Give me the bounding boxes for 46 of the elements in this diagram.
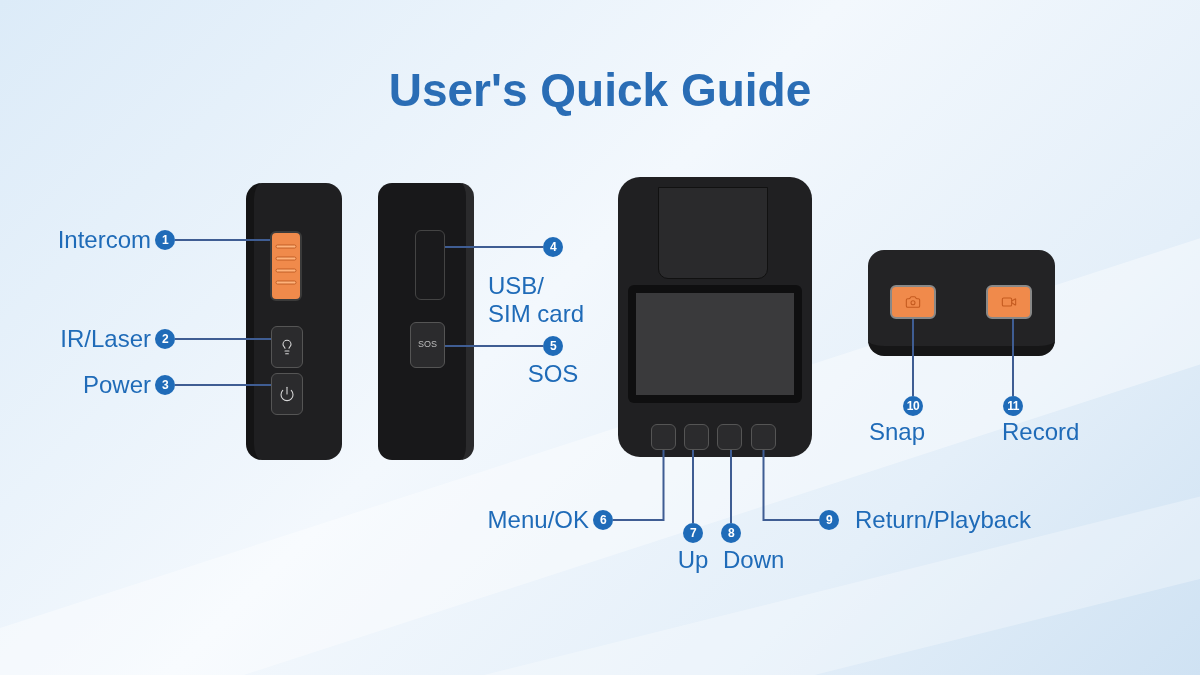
leader-line [174, 384, 272, 386]
leader-line [612, 449, 665, 521]
leader-line [730, 449, 732, 524]
part-label: Snap [868, 418, 926, 446]
callout-number: 1 [155, 230, 175, 250]
leader-line [444, 345, 544, 347]
callout-number: 10 [903, 396, 923, 416]
part-label: Menu/OK [487, 506, 589, 534]
part-label: Up [677, 546, 709, 574]
callout-number: 8 [721, 523, 741, 543]
callout-number: 9 [819, 510, 839, 530]
leader-line [1012, 318, 1014, 397]
part-label: Record [1002, 418, 1081, 446]
menu-button [651, 424, 676, 450]
snap-button [890, 285, 936, 319]
ir-button [271, 326, 303, 368]
leader-line [912, 318, 914, 397]
sos-button [410, 322, 445, 368]
part-label: Return/Playback [855, 506, 1032, 534]
up-button [684, 424, 709, 450]
button-print: SOS [418, 338, 437, 352]
down-button [717, 424, 742, 450]
callout-number: 7 [683, 523, 703, 543]
title: User's Quick Guide [387, 63, 813, 118]
ptt-button [270, 231, 302, 301]
callout-number: 2 [155, 329, 175, 349]
return-button [751, 424, 776, 450]
callout-number: 5 [543, 336, 563, 356]
leader-line [444, 246, 544, 248]
part-label: Intercom [57, 226, 151, 254]
part-label: Down [723, 546, 786, 574]
part-label: Power [82, 371, 151, 399]
leader-line [174, 338, 272, 340]
power-button [271, 373, 303, 415]
leader-line [762, 449, 820, 521]
callout-number: 4 [543, 237, 563, 257]
part-label: USB/ SIM card [488, 272, 586, 328]
record-button [986, 285, 1032, 319]
callout-number: 6 [593, 510, 613, 530]
part-label: SOS [527, 360, 579, 388]
part-label: IR/Laser [60, 325, 151, 353]
leader-line [174, 239, 271, 241]
callout-number: 11 [1003, 396, 1023, 416]
leader-line [692, 449, 694, 524]
port-cover [415, 230, 445, 300]
callout-number: 3 [155, 375, 175, 395]
